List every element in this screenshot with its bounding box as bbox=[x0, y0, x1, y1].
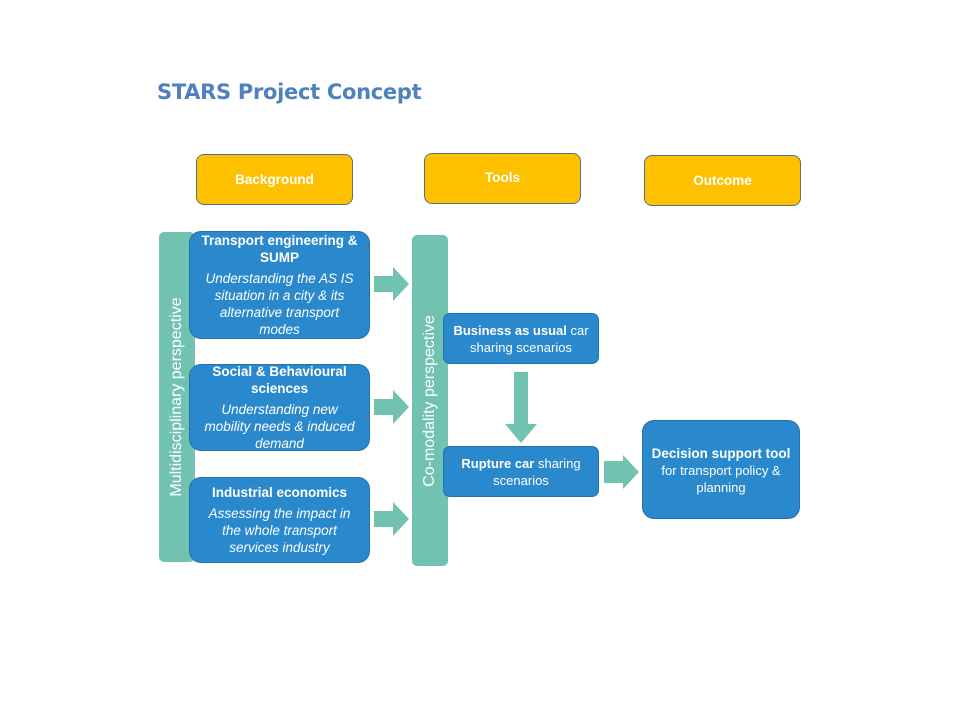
card-description: Assessing the impact in the whole transp… bbox=[208, 506, 351, 555]
multidisciplinary-perspective-label: Multidisciplinary perspective bbox=[168, 297, 185, 497]
tool-card-rest: car bbox=[566, 322, 589, 338]
column-header-label: Tools bbox=[485, 170, 520, 185]
comodality-perspective-bar: Co-modality perspective bbox=[412, 235, 448, 566]
tool-card-rest: sharing bbox=[534, 455, 581, 471]
arrow-right-icon bbox=[374, 502, 410, 536]
column-header-tools: Tools bbox=[424, 153, 581, 204]
card-description: Understanding new mobility needs & induc… bbox=[204, 402, 355, 451]
tool-card-line1: Business as usual car bbox=[453, 322, 588, 339]
tool-card-bold: Business as usual bbox=[453, 322, 567, 338]
tool-card-business-as-usual: Business as usual car sharing scenarios bbox=[443, 313, 599, 364]
tool-card-bold: Rupture car bbox=[461, 455, 535, 471]
column-header-label: Outcome bbox=[693, 173, 752, 188]
outcome-line2: for transport policy & bbox=[661, 463, 781, 478]
page-title: STARS Project Concept bbox=[157, 80, 422, 104]
background-card-social-behavioural: Social & Behavioural sciences Understand… bbox=[189, 364, 370, 451]
arrow-right-icon bbox=[374, 390, 410, 424]
card-description: Understanding the AS IS situation in a c… bbox=[205, 271, 354, 337]
arrow-right-icon bbox=[604, 455, 640, 489]
outcome-line3: planning bbox=[696, 480, 746, 495]
background-card-transport-engineering: Transport engineering & SUMP Understandi… bbox=[189, 231, 370, 339]
comodality-perspective-label: Co-modality perspective bbox=[421, 314, 438, 487]
column-header-label: Background bbox=[235, 172, 314, 187]
column-header-background: Background bbox=[196, 154, 353, 205]
tool-card-line2: sharing scenarios bbox=[470, 339, 572, 355]
tool-card-line2: scenarios bbox=[493, 472, 549, 488]
background-card-industrial-economics: Industrial economics Assessing the impac… bbox=[189, 477, 370, 563]
card-heading: Industrial economics bbox=[211, 485, 348, 500]
arrow-down-icon bbox=[505, 372, 537, 444]
card-heading: Transport engineering & SUMP bbox=[201, 233, 358, 265]
tool-card-rupture: Rupture car sharing scenarios bbox=[443, 446, 599, 497]
arrow-right-icon bbox=[374, 267, 410, 301]
tool-card-line1: Rupture car sharing bbox=[461, 455, 580, 472]
outcome-heading: Decision support tool bbox=[651, 446, 791, 461]
card-heading: Social & Behavioural sciences bbox=[212, 364, 347, 396]
outcome-card-decision-support-tool: Decision support tool for transport poli… bbox=[642, 420, 800, 519]
column-header-outcome: Outcome bbox=[644, 155, 801, 206]
